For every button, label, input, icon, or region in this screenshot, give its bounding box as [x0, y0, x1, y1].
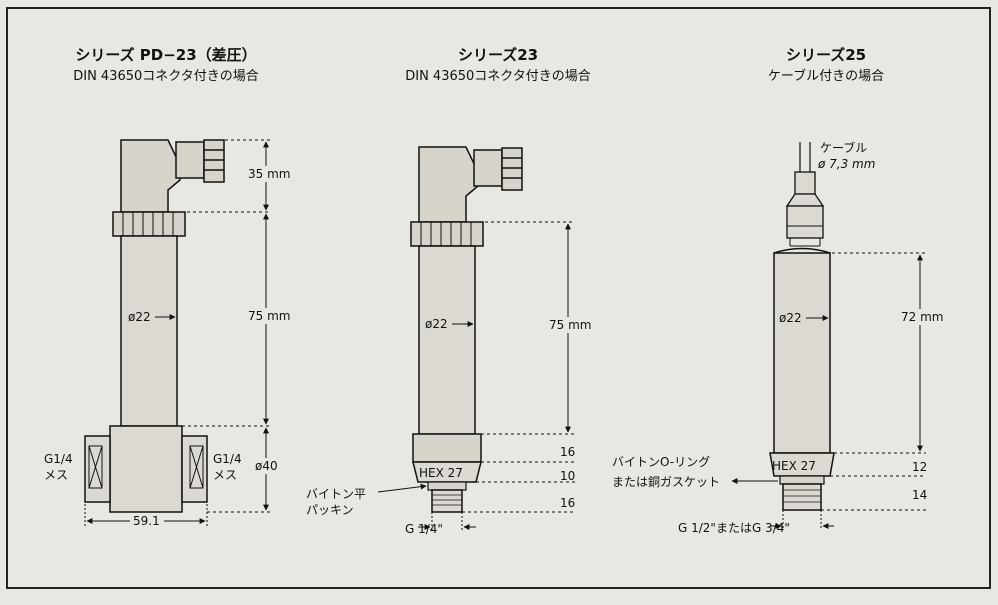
series25-body	[773, 252, 831, 454]
pd23-dim-top: 35 mm	[248, 167, 290, 181]
series23-connector-nut	[501, 147, 523, 191]
pd23-port-left	[84, 435, 111, 503]
series25-thread-label: G 1/2"またはG 3/4"	[678, 521, 790, 535]
pd23-connector-nut	[203, 139, 225, 183]
pd23-port-left-label-1: G1/4	[44, 452, 73, 466]
series23-gasket-label-1: バイトン平	[306, 487, 366, 501]
series25-oring-label-1: バイトンO-リング	[612, 455, 710, 469]
pd23-subtitle: DIN 43650コネクタ付きの場合	[73, 69, 259, 84]
series23-thread-label: G 1/4"	[405, 522, 443, 536]
series23-dim-body: 75 mm	[549, 318, 591, 332]
series25-hex-label: HEX 27	[772, 459, 816, 473]
series25-cable-label: ケーブル	[820, 140, 867, 155]
series23-connector-housing	[418, 146, 479, 223]
pd23-port-right-label-2: メス	[213, 468, 237, 482]
pd23-width: 59.1	[133, 514, 160, 528]
pd23-dim-body: 75 mm	[248, 309, 290, 323]
series25-oring-label-2: または銅ガスケット	[612, 475, 720, 489]
series23-drawing: シリーズ23 DIN 43650コネクタ付きの場合 HEX 27 ø22	[306, 46, 604, 536]
series23-title: シリーズ23	[458, 46, 538, 64]
series23-dim-c: 16	[560, 496, 575, 510]
pd23-drawing: シリーズ PD−23（差圧） DIN 43650コネクタ付きの場合	[44, 46, 303, 528]
series23-subtitle: DIN 43650コネクタ付きの場合	[405, 69, 591, 84]
series25-strain-relief	[786, 205, 824, 239]
page-border	[6, 7, 991, 589]
series23-connector-plug	[473, 149, 503, 187]
series23-body	[418, 245, 476, 435]
pd23-block	[109, 425, 183, 513]
series25-drawing: シリーズ25 ケーブル付きの場合 HEX 27 ø22 ケーブル ø 7,3 m…	[612, 46, 956, 535]
series25-cable-diameter: ø 7,3 mm	[817, 157, 875, 171]
series23-hex-label: HEX 27	[419, 466, 463, 480]
pd23-connector-plug	[175, 141, 205, 179]
pd23-port-left-label-2: メス	[44, 468, 68, 482]
pd23-threaded-ring	[112, 211, 186, 237]
pd23-body	[120, 235, 178, 427]
series25-oring	[779, 475, 825, 485]
pd23-diameter: ø22	[128, 310, 151, 324]
pd23-port-right-label-1: G1/4	[213, 452, 242, 466]
pd23-title: シリーズ PD−23（差圧）	[75, 46, 256, 64]
series23-collar	[412, 433, 482, 463]
series25-subtitle: ケーブル付きの場合	[768, 68, 884, 84]
series25-dim-b: 14	[912, 488, 927, 502]
series25-thread	[782, 483, 822, 511]
pd23-dim-block: ø40	[255, 459, 278, 473]
series25-title: シリーズ25	[786, 46, 866, 64]
series23-gasket-label-2: パッキン	[306, 503, 354, 517]
series23-threaded-ring	[410, 221, 484, 247]
series23-diameter: ø22	[425, 317, 448, 331]
pd23-connector-housing	[120, 139, 181, 213]
series23-gasket	[427, 481, 467, 491]
series25-dim-a: 12	[912, 460, 927, 474]
series23-thread	[431, 489, 463, 513]
series23-dim-b: 10	[560, 469, 575, 483]
series25-diameter: ø22	[779, 311, 802, 325]
series25-dim-body: 72 mm	[901, 310, 943, 324]
series23-dim-a: 16	[560, 445, 575, 459]
series25-cable	[794, 171, 816, 195]
